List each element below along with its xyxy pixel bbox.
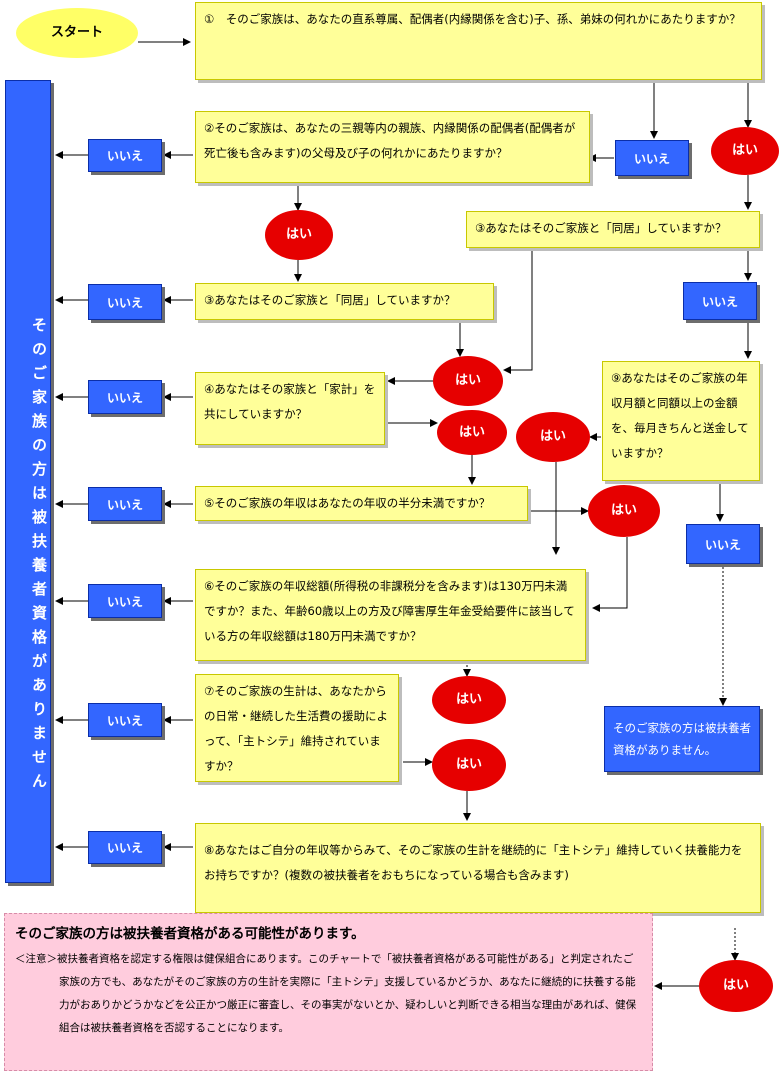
eligible-note-box: そのご家族の方は被扶養者資格がある可能性があります。 ＜注意＞被扶養者資格を認定… bbox=[4, 913, 653, 1071]
question-2: ②そのご家族は、あなたの三親等内の親族、内縁関係の配偶者(配偶者が死亡後も含みま… bbox=[195, 111, 590, 183]
eligible-note: ＜注意＞被扶養者資格を認定する権限は健保組合にあります。このチャートで「被扶養者… bbox=[15, 953, 637, 1034]
no-box-9: いいえ bbox=[686, 524, 760, 564]
question-5: ⑤そのご家族の年収はあなたの年収の半分未満ですか？ bbox=[195, 486, 528, 521]
no-box-1: いいえ bbox=[615, 140, 689, 176]
question-7: ⑦そのご家族の生計は、あなたからの日常・継続した生活費の援助によって、「主トシテ… bbox=[195, 674, 399, 782]
question-9: ⑨あなたはそのご家族の年収月額と同額以上の金額を、毎月きちんと送金していますか？ bbox=[602, 361, 760, 481]
yes-oval-4: はい bbox=[437, 410, 507, 455]
yes-oval-8: はい bbox=[699, 960, 773, 1012]
eligible-title: そのご家族の方は被扶養者資格がある可能性があります。 bbox=[15, 926, 365, 942]
yes-oval-1: はい bbox=[711, 127, 779, 175]
result-not-eligible: そのご家族の方は被扶養者資格がありません。 bbox=[604, 706, 760, 772]
no-box-4: いいえ bbox=[88, 380, 162, 414]
question-1: ① そのご家族は、あなたの直系尊属、配偶者(内縁関係を含む)子、孫、弟妹の何れか… bbox=[195, 2, 762, 80]
yes-oval-5: はい bbox=[588, 485, 660, 537]
yes-oval-3a: はい bbox=[433, 356, 503, 406]
no-box-3-left: いいえ bbox=[88, 284, 162, 320]
yes-oval-2: はい bbox=[265, 210, 333, 260]
yes-oval-9: はい bbox=[516, 412, 590, 462]
question-4: ④あなたはその家族と「家計」を共にしていますか？ bbox=[195, 372, 385, 445]
no-box-6: いいえ bbox=[88, 584, 162, 618]
no-box-8: いいえ bbox=[88, 831, 162, 864]
start-oval: スタート bbox=[16, 8, 138, 58]
question-8: ⑧あなたはご自分の年収等からみて、そのご家族の生計を継続的に「主トシテ」維持して… bbox=[195, 823, 761, 913]
yes-oval-6: はい bbox=[432, 676, 506, 724]
no-box-2: いいえ bbox=[88, 139, 162, 172]
question-3-right: ③あなたはそのご家族と「同居」していますか？ bbox=[466, 211, 760, 248]
no-box-3-right: いいえ bbox=[683, 282, 757, 320]
question-3-left: ③あなたはそのご家族と「同居」していますか？ bbox=[195, 283, 494, 320]
yes-oval-7: はい bbox=[432, 739, 506, 791]
no-box-5: いいえ bbox=[88, 487, 162, 521]
not-eligible-vertical-bar: そのご家族の方は被扶養者資格がありません bbox=[5, 80, 51, 883]
no-box-7: いいえ bbox=[88, 703, 162, 737]
question-6: ⑥そのご家族の年収総額(所得税の非課税分を含みます)は130万円未満ですか？また… bbox=[195, 569, 586, 661]
